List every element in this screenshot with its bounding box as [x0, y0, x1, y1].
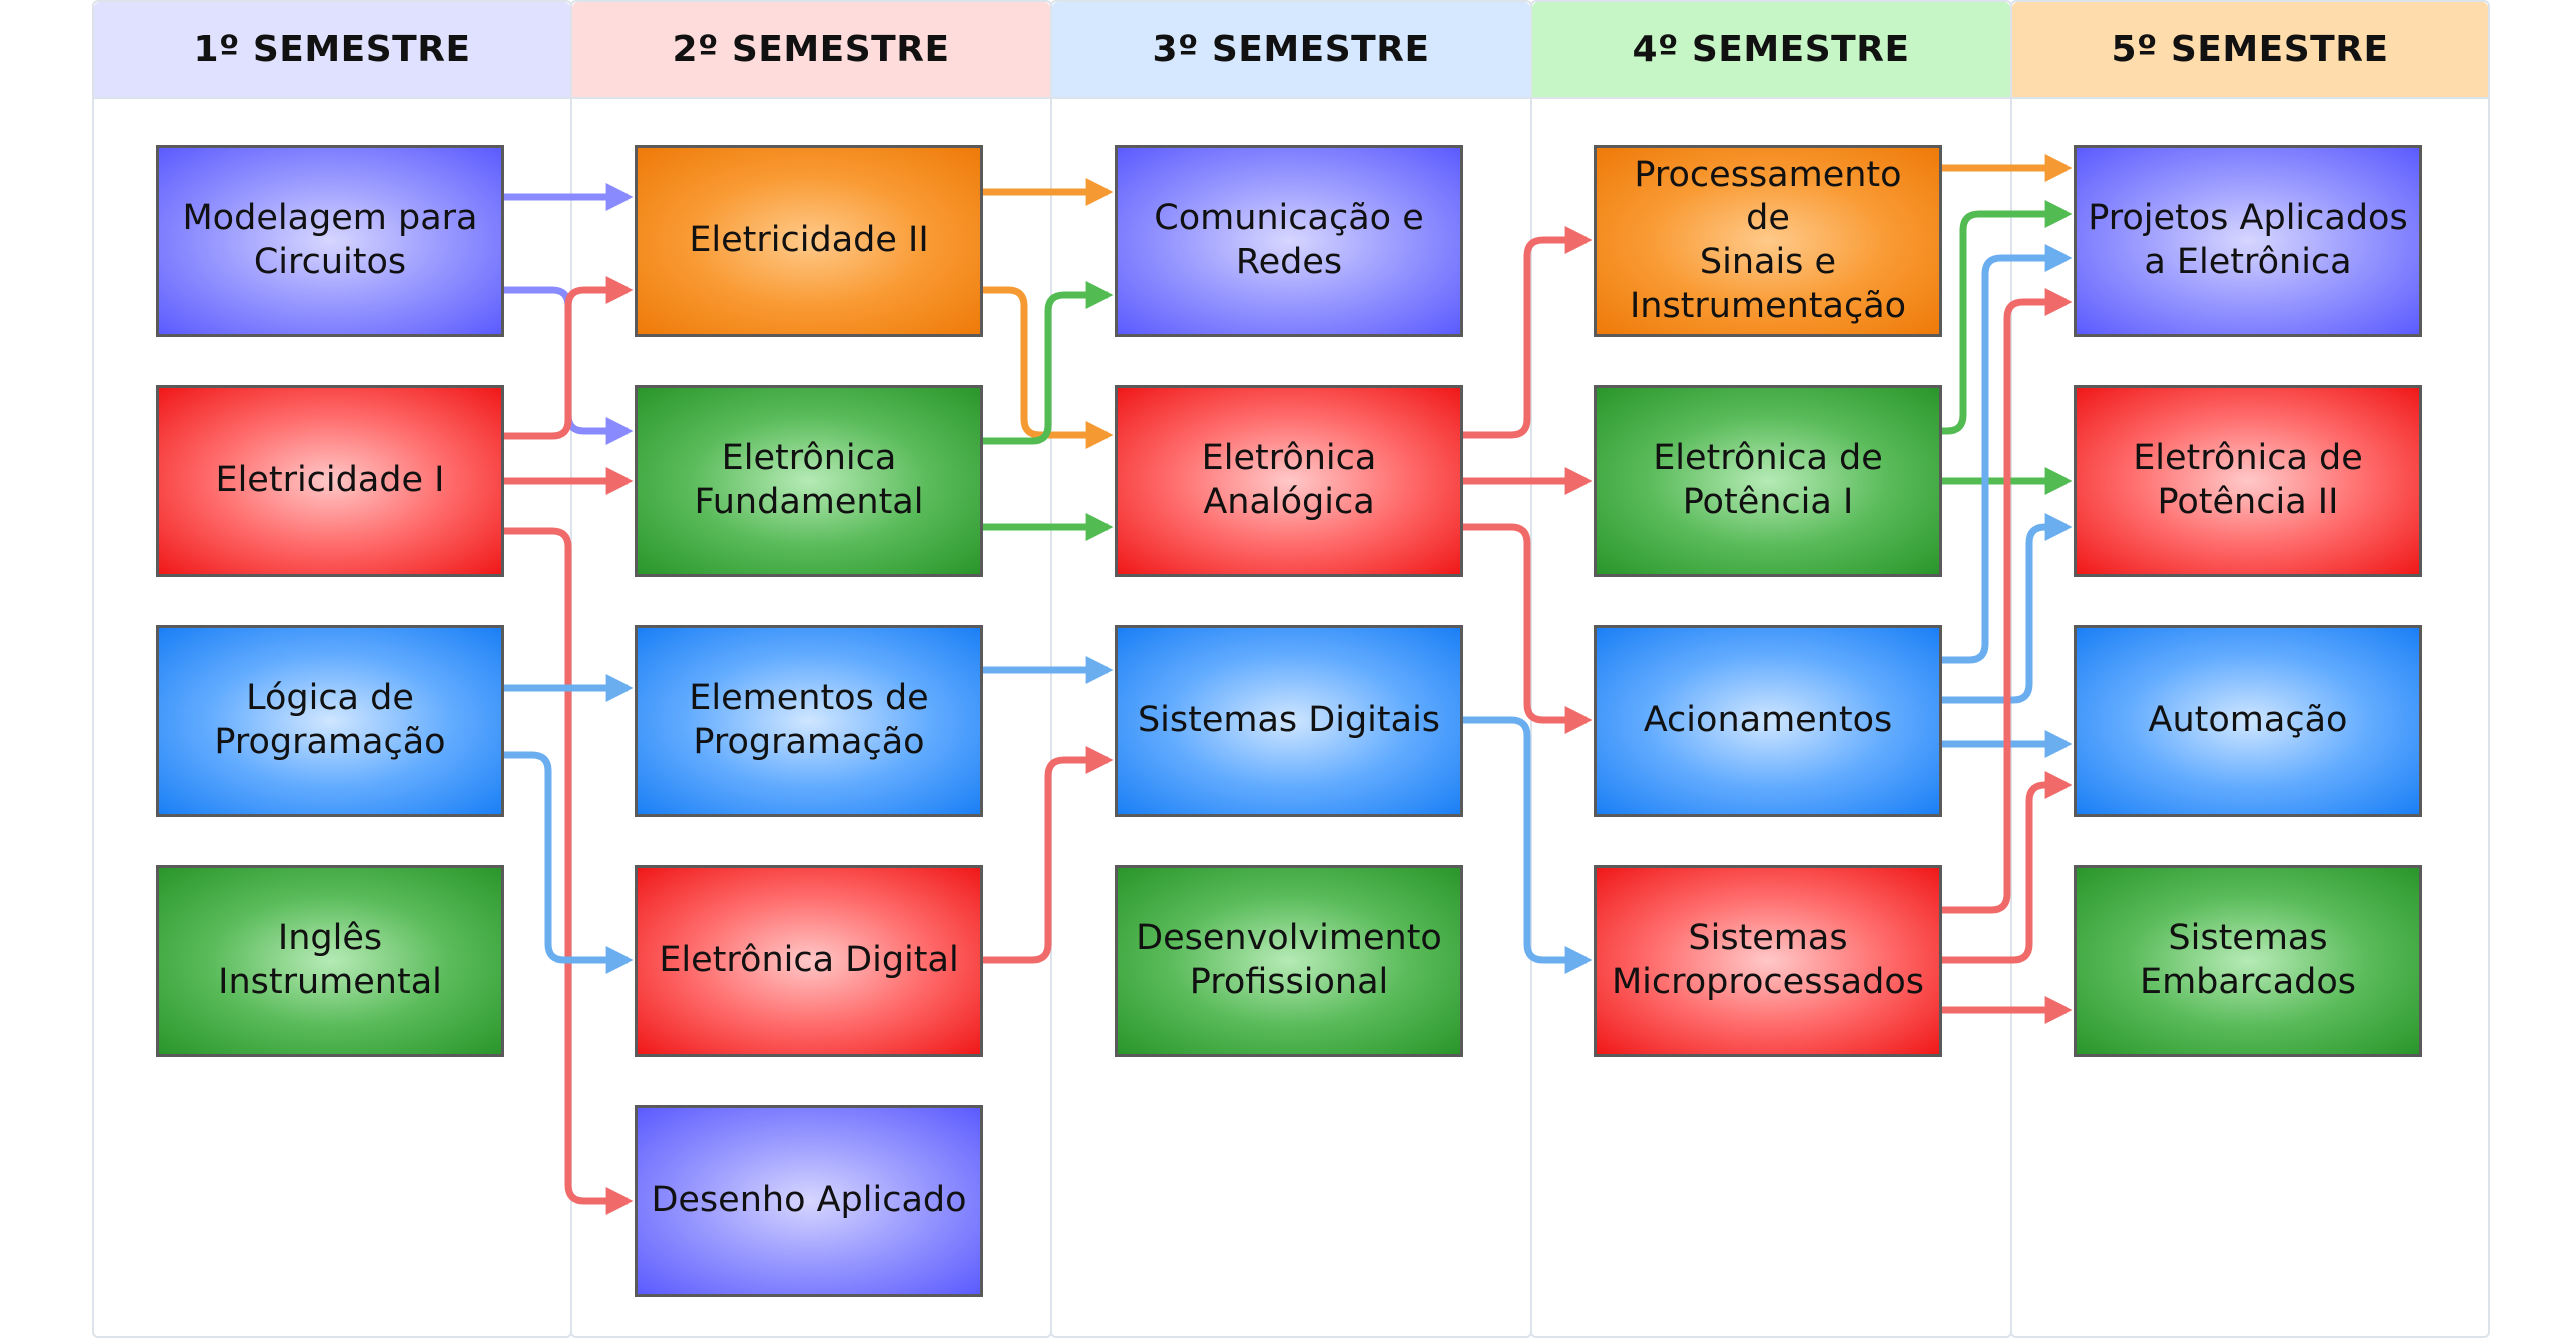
arrow-fundamental-to-comunicacao: [983, 281, 1114, 445]
arrow-eletricidade-i-to-desenho-aplicado: [504, 527, 634, 1215]
semester-1-header: 1º SEMESTRE: [94, 2, 570, 99]
arrow-microprocessados-to-projetos: [1942, 288, 2073, 914]
arrow-logica-to-eletronica-digital: [504, 751, 634, 974]
arrow-acionamentos-to-potencia-ii: [1942, 513, 2073, 704]
course-automacao[interactable]: Automação: [2074, 625, 2422, 817]
course-sistemas-digitais[interactable]: Sistemas Digitais: [1115, 625, 1463, 817]
arrow-potencia-i-to-projetos: [1942, 200, 2073, 435]
arrow-eletricidade-i-to-eletricidade-ii: [504, 276, 634, 440]
semester-3-header: 3º SEMESTRE: [1052, 2, 1530, 99]
semester-2-header: 2º SEMESTRE: [572, 2, 1050, 99]
arrow-analogica-to-acionamentos: [1463, 523, 1593, 734]
course-eletricidade-ii[interactable]: Eletricidade II: [635, 145, 983, 337]
course-desenho-aplicado[interactable]: Desenho Aplicado: [635, 1105, 983, 1297]
arrow-sistemas-digitais-to-microprocessados: [1463, 716, 1593, 974]
arrow-analogica-to-processamento: [1463, 226, 1593, 439]
arrow-microprocessados-to-automacao: [1942, 771, 2073, 964]
course-eletronica-digital[interactable]: Eletrônica Digital: [635, 865, 983, 1057]
course-acionamentos[interactable]: Acionamentos: [1594, 625, 1942, 817]
course-eletricidade-i[interactable]: Eletricidade I: [156, 385, 504, 577]
arrow-acionamentos-to-projetos: [1942, 244, 2073, 664]
arrow-eletronica-digital-to-sistemas-digitais: [983, 746, 1114, 964]
arrow-eletricidade-ii-to-eletronica-analogica: [983, 286, 1114, 449]
semester-5-header: 5º SEMESTRE: [2012, 2, 2488, 99]
semester-4-header: 4º SEMESTRE: [1532, 2, 2010, 99]
